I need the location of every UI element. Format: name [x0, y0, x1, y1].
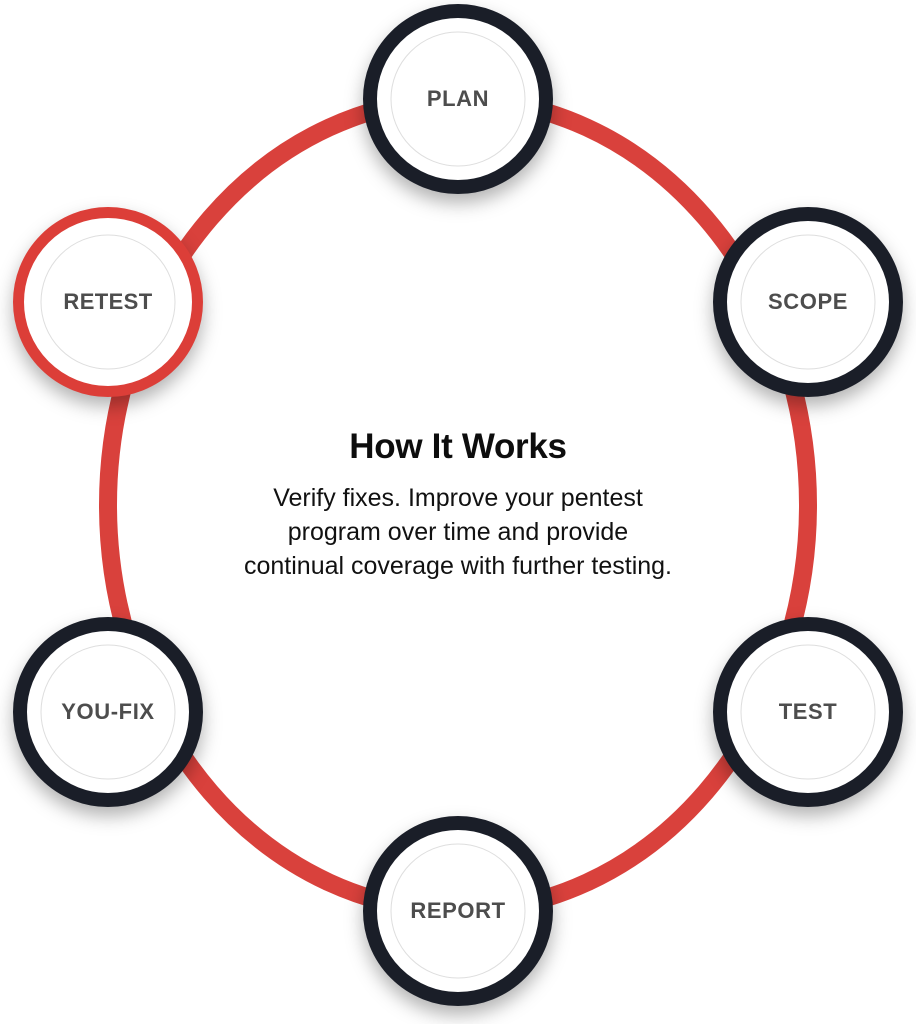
step-label-retest: RETEST	[63, 289, 153, 314]
step-node-scope[interactable]: SCOPE	[713, 207, 903, 397]
step-node-plan[interactable]: PLAN	[363, 4, 553, 194]
diagram-title: How It Works	[349, 426, 567, 466]
step-label-scope: SCOPE	[767, 289, 849, 314]
subtitle-line-2: program over time and provide	[287, 517, 629, 546]
diagram-subtitle: Verify fixes. Improve your pentest progr…	[158, 480, 758, 582]
step-label-plan: PLAN	[426, 86, 490, 111]
subtitle-line-3: continual coverage with further testing.	[243, 551, 672, 580]
subtitle-line-1: Verify fixes. Improve your pentest	[273, 483, 643, 512]
step-label-youfix: YOU-FIX	[61, 699, 155, 724]
step-node-report[interactable]: REPORT	[363, 816, 553, 1006]
center-text-block: How It Works Verify fixes. Improve your …	[158, 426, 758, 583]
step-label-report: REPORT	[410, 898, 506, 923]
step-node-retest[interactable]: RETEST	[13, 207, 203, 397]
step-node-test[interactable]: TEST	[713, 617, 903, 807]
step-label-test: TEST	[778, 699, 838, 724]
step-node-youfix[interactable]: YOU-FIX	[13, 617, 203, 807]
